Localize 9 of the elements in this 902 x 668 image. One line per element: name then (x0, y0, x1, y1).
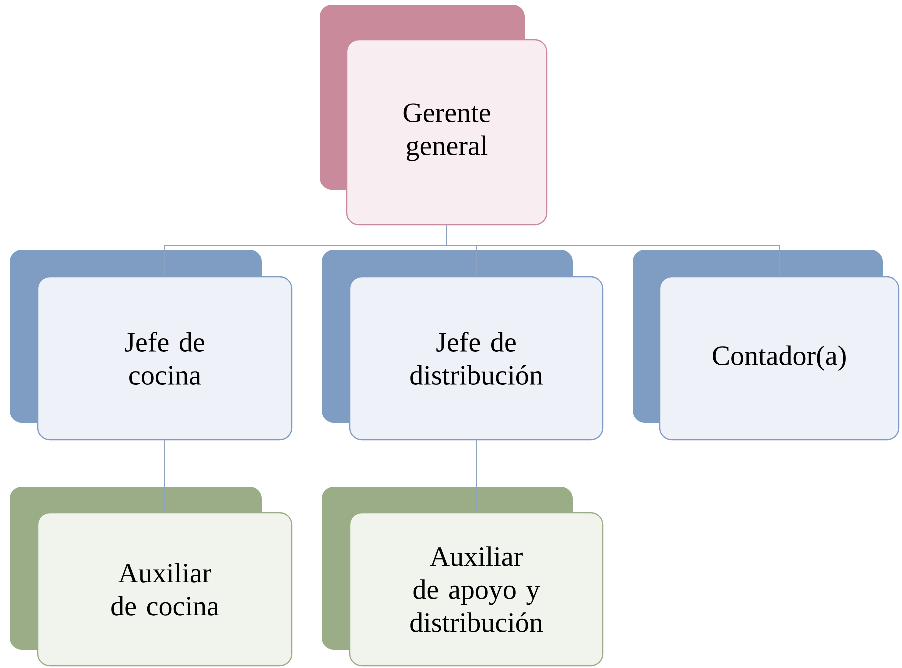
org-box: Gerente general (320, 4, 548, 226)
connector-line (446, 225, 780, 277)
org-box: Auxiliar de apoyo y distribución (322, 486, 604, 667)
connector-line (476, 440, 477, 513)
connector-line (164, 440, 166, 513)
org-box: Auxiliar de cocina (10, 486, 293, 667)
org-box: Jefe de distribución (322, 250, 604, 441)
org-box: Jefe de cocina (10, 250, 293, 441)
org-box: Contador(a) (633, 250, 900, 441)
